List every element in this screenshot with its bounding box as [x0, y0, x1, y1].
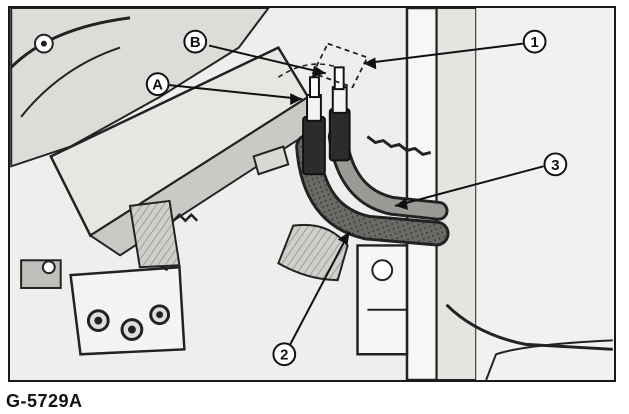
callout-2-circle [272, 342, 297, 367]
callout-a-leader [169, 84, 303, 101]
figure-frame: B A 1 3 [8, 6, 616, 382]
callout-a-label: A [152, 78, 163, 94]
callout-b-arrowhead [312, 65, 326, 78]
callout-2-label: 2 [280, 348, 288, 364]
callout-3-label: 3 [551, 158, 559, 174]
callout-a-circle [145, 72, 170, 97]
callout-2-leader [289, 231, 351, 345]
callout-3-circle [543, 152, 568, 177]
callout-1: 1 [363, 29, 547, 70]
callout-b-leader [208, 44, 327, 75]
callout-1-circle [522, 29, 547, 54]
callout-a: A [145, 72, 303, 105]
callout-b-circle [183, 29, 208, 54]
figure-id-label: G-5729A [6, 391, 83, 411]
callout-1-label: 1 [530, 35, 538, 51]
callout-2-arrowhead [337, 231, 350, 245]
callout-3: 3 [394, 152, 568, 210]
callout-b-label: B [190, 35, 201, 51]
callout-layer: B A 1 3 [145, 29, 568, 367]
callout-2: 2 [272, 231, 351, 367]
callout-b: B [183, 29, 327, 78]
callout-1-arrowhead [363, 57, 377, 70]
callout-1-leader [363, 42, 523, 65]
callout-3-arrowhead [395, 197, 408, 210]
callout-3-leader [394, 165, 544, 207]
callout-a-arrowhead [290, 93, 303, 105]
